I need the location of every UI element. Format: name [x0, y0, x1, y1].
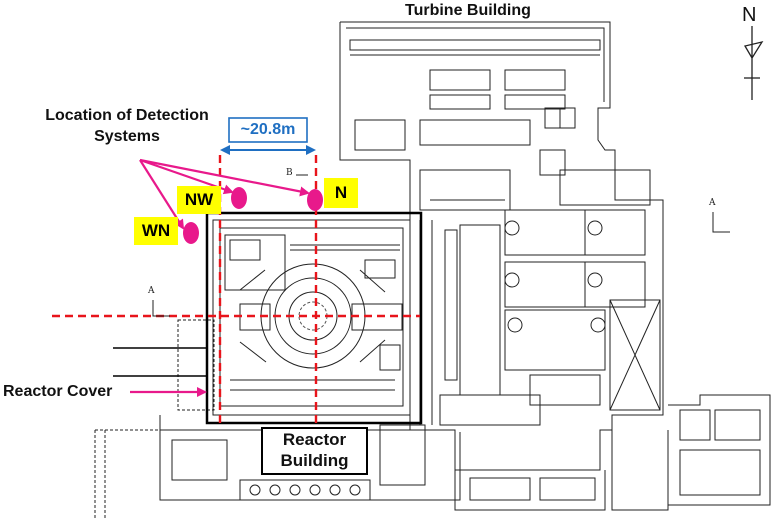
reactor-building-label-box: [261, 427, 368, 475]
detector-nw-tag: NW: [177, 186, 221, 214]
detector-wn-tag: WN: [134, 217, 178, 245]
section-a-left-label: A: [148, 286, 155, 296]
detector-wn-marker: [183, 222, 199, 244]
section-b-label: B: [286, 168, 293, 178]
section-a-left-marker: [152, 300, 170, 317]
section-a-right-label: A: [709, 198, 716, 208]
distance-label: ~20.8m: [240, 121, 296, 138]
turbine-building-label: Turbine Building: [405, 2, 531, 19]
detection-systems-label: Location of Detection Systems: [45, 107, 209, 145]
section-a-right-marker: [712, 212, 730, 233]
detector-n-tag: N: [324, 178, 358, 208]
north-arrow-icon: [743, 26, 764, 100]
reactor-building-label: Reactor Building: [280, 430, 349, 470]
turbine-building-plan: [339, 21, 664, 471]
detector-nw-marker: [231, 187, 247, 209]
distance-label-box: [228, 117, 308, 143]
reactor-cover-outline: [205, 211, 423, 425]
reactor-cover-label: Reactor Cover: [3, 383, 113, 400]
north-label: N: [742, 4, 757, 26]
detector-n-marker: [307, 189, 323, 211]
